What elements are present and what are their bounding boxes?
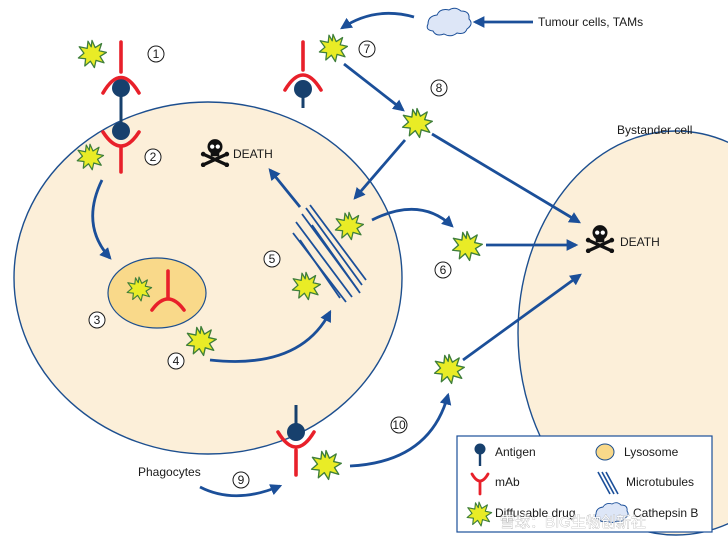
antibody-9: [276, 430, 316, 477]
legend-cathepsin-icon: [594, 502, 629, 523]
watermark: 雪球：BIG生物创新社: [500, 514, 646, 531]
arrow-8-to-microtubules: [353, 139, 407, 200]
death-label-bystander: DEATH: [620, 235, 660, 249]
lysosome: [107, 257, 207, 329]
step-badges: [88, 40, 452, 489]
drug-10: [433, 353, 465, 385]
step-1: 1: [153, 47, 160, 61]
drug-1: [77, 39, 108, 69]
legend-diffusable-drug: Diffusable drug: [495, 506, 576, 520]
step-5: 5: [269, 252, 276, 266]
drug-8: [401, 107, 433, 139]
arrow-microtubules-to-death: [268, 168, 302, 208]
drug-9: [310, 449, 342, 481]
arrow-9-to-10: [349, 392, 452, 468]
drug-7: [318, 33, 349, 63]
cathepsin-b-cloud: [426, 7, 472, 37]
arrow-5-to-6: [371, 208, 454, 228]
legend-cathepsin-b: Cathepsin B: [633, 506, 698, 520]
lysosome-antibody: [150, 269, 186, 312]
arrow-2-to-lysosome: [91, 179, 112, 260]
arrow-phagocytes-to-9: [199, 484, 283, 498]
legend-microtubules-icon: [597, 471, 619, 495]
legend-antigen-icon: [474, 443, 486, 466]
arrow-4-to-microtubules: [209, 309, 332, 363]
antigen-receptor: [112, 79, 130, 140]
legend: Antigen Lysosome mAb Microtubules Diffus…: [456, 435, 713, 533]
legend-mab-icon: [470, 472, 490, 496]
bystander-cell-label: Bystander cell: [617, 123, 692, 137]
step-9: 9: [238, 473, 245, 487]
antigen-9: [287, 405, 305, 441]
legend-mab: mAb: [495, 475, 520, 489]
legend-antigen: Antigen: [495, 445, 536, 459]
tumour-cells-label: Tumour cells, TAMs: [538, 15, 643, 29]
drug-6: [451, 230, 483, 262]
step-6: 6: [440, 263, 447, 277]
step-8: 8: [436, 81, 443, 95]
legend-lysosome: Lysosome: [624, 445, 679, 459]
phagocytes-label: Phagocytes: [138, 465, 201, 479]
legend-lysosome-icon: [595, 443, 615, 461]
bystander-cell: [517, 130, 728, 536]
antibody-7: [283, 40, 323, 92]
step-3: 3: [94, 313, 101, 327]
antibody-2: [101, 130, 141, 174]
step-2: 2: [150, 150, 157, 164]
arrow-10-to-death: [462, 273, 582, 362]
step-10: 10: [392, 418, 406, 432]
death-label-main: DEATH: [233, 147, 273, 161]
microtubules: [292, 204, 367, 303]
step-7: 7: [364, 42, 371, 56]
step-4: 4: [173, 354, 180, 368]
target-cell: [13, 101, 403, 455]
arrow-7-to-8: [343, 62, 405, 112]
antigen-7: [294, 80, 312, 108]
arrow-cathepsin-to-antibody: [340, 11, 415, 30]
legend-microtubules: Microtubules: [626, 475, 694, 489]
arrow-8-to-bystander-death: [431, 132, 582, 224]
antibody-1: [101, 40, 141, 95]
